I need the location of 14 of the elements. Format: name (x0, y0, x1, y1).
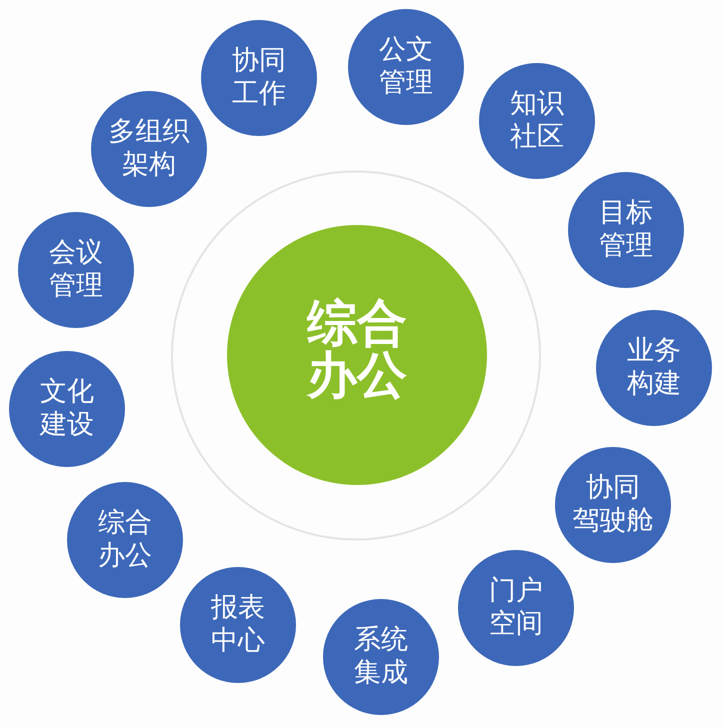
node-label: 报表中心 (211, 592, 265, 658)
node-label: 知识社区 (510, 88, 564, 154)
node-label: 综合办公 (98, 507, 152, 573)
node-label: 多组织架构 (108, 116, 190, 182)
node-label: 协同工作 (232, 45, 286, 111)
node-label: 业务构建 (627, 335, 681, 401)
node-label: 会议管理 (49, 237, 103, 303)
node-label: 综合办公 (307, 297, 407, 401)
node-label: 协同驾驶舱 (572, 472, 654, 538)
node-label: 目标管理 (599, 197, 653, 263)
node-label: 公文管理 (379, 34, 433, 100)
node-label: 门户空间 (489, 575, 543, 641)
node-label: 系统集成 (354, 624, 408, 690)
node-label: 文化建设 (40, 376, 94, 442)
